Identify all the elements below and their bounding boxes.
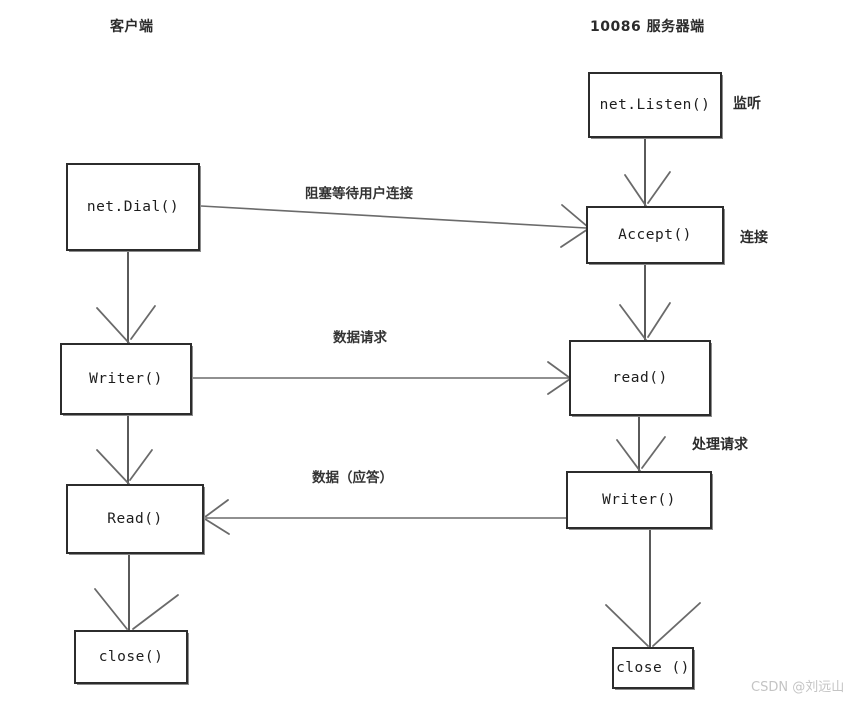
arrowhead-writer-to-read-upper	[547, 361, 571, 379]
node-server-read-label: read()	[612, 370, 668, 386]
node-accept[interactable]: Accept()	[586, 206, 724, 264]
arrowhead-server-writer-to-client-read-upper	[204, 499, 229, 518]
arrowhead-read-to-close-client-left	[94, 588, 128, 630]
node-server-writer[interactable]: Writer()	[566, 471, 712, 529]
arrowhead-listen-to-accept-left	[624, 174, 647, 207]
arrowhead-read-to-close-client-right	[132, 594, 179, 630]
node-client-close-label: close()	[98, 649, 164, 665]
arrowhead-listen-to-accept-right	[647, 171, 671, 204]
node-net-dial-label: net.Dial()	[86, 199, 180, 215]
arrowhead-writer-to-close-server-right	[652, 602, 701, 647]
node-client-read[interactable]: Read()	[66, 484, 204, 554]
column-title-client: 客户端	[110, 19, 154, 35]
edge-label-data-request: 数据请求	[333, 330, 387, 346]
node-server-close-label: close ()	[616, 660, 690, 676]
node-client-close[interactable]: close()	[74, 630, 188, 684]
node-net-listen-label: net.Listen()	[599, 97, 711, 113]
node-accept-label: Accept()	[618, 227, 692, 243]
arrowhead-dial-to-accept-upper	[561, 204, 589, 228]
arrowhead-writer-to-read-client-left	[96, 449, 130, 485]
side-note-process-request: 处理请求	[692, 437, 748, 453]
watermark: CSDN @刘远山	[751, 680, 845, 695]
arrowhead-writer-to-close-server-left	[605, 604, 649, 647]
node-client-writer[interactable]: Writer()	[60, 343, 192, 415]
node-client-writer-label: Writer()	[89, 371, 163, 387]
side-note-listen: 监听	[733, 96, 761, 112]
node-client-read-label: Read()	[107, 511, 163, 527]
arrowhead-read-to-writer-server-right	[641, 436, 666, 469]
arrowhead-writer-to-read-client-right	[129, 449, 153, 481]
arrowhead-dial-to-accept-lower	[560, 228, 589, 248]
arrowhead-accept-to-read-right	[647, 302, 671, 338]
wire-dial-to-accept	[200, 205, 587, 229]
node-net-listen[interactable]: net.Listen()	[588, 72, 722, 138]
arrowhead-accept-to-read-left	[619, 304, 647, 341]
node-server-close[interactable]: close ()	[612, 647, 694, 689]
arrowhead-read-to-writer-server-left	[616, 439, 641, 472]
arrowhead-dial-to-writer-right	[130, 305, 156, 340]
node-net-dial[interactable]: net.Dial()	[66, 163, 200, 251]
edge-label-data-response: 数据（应答）	[312, 470, 393, 486]
node-server-writer-label: Writer()	[602, 492, 676, 508]
node-server-read[interactable]: read()	[569, 340, 711, 416]
column-title-server: 10086 服务器端	[590, 19, 705, 35]
arrowhead-dial-to-writer-left	[96, 307, 130, 344]
arrowhead-server-writer-to-client-read-lower	[204, 518, 230, 535]
side-note-accept: 连接	[740, 230, 768, 246]
arrowhead-writer-to-read-lower	[547, 378, 571, 395]
edge-label-blocking-wait: 阻塞等待用户连接	[305, 186, 413, 202]
